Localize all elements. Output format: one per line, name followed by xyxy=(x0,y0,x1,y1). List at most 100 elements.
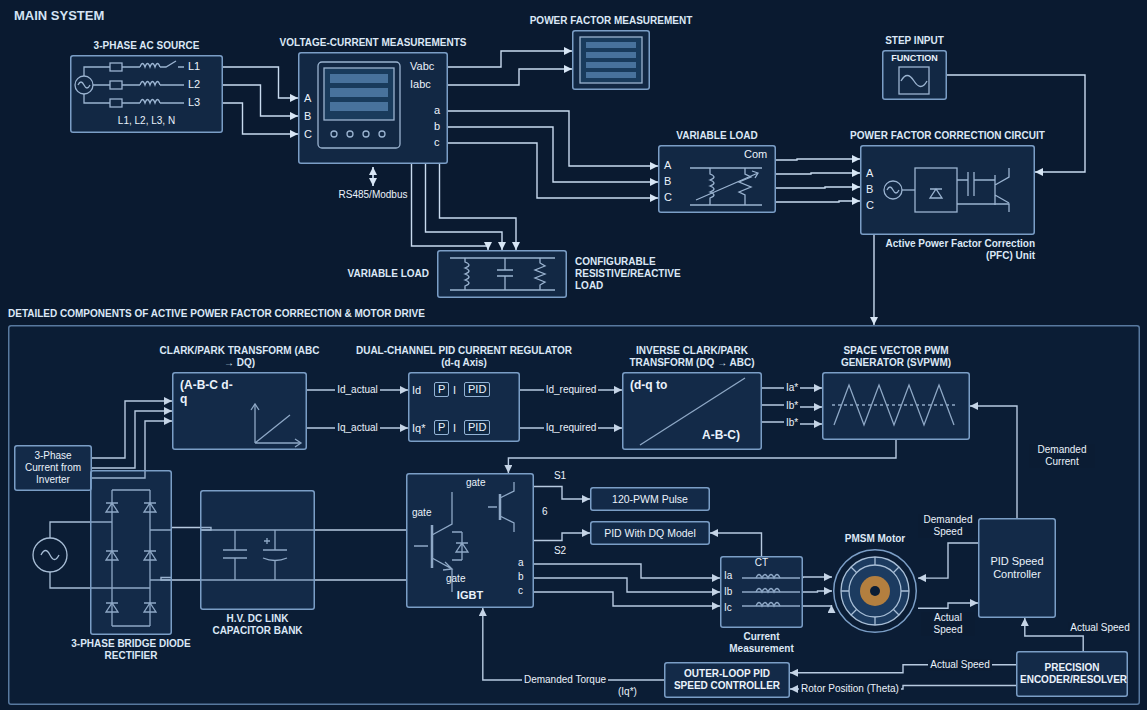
node-text: P xyxy=(434,420,449,435)
connector-line xyxy=(426,164,503,250)
caption: H.V. DC LINK CAPACITOR BANK xyxy=(198,613,318,637)
node-text: gate xyxy=(446,573,465,585)
edge-label: Actual Speed xyxy=(928,659,992,671)
edge-label: S2 xyxy=(552,545,568,557)
bus-connector xyxy=(412,164,517,250)
connector-line xyxy=(448,69,572,85)
node-text: PID xyxy=(464,420,490,435)
node-text: gate xyxy=(466,477,485,489)
node-text: L1, L2, L3, N xyxy=(70,115,223,127)
edge-label: Demanded Speed xyxy=(918,514,978,538)
heading: POWER FACTOR CORRECTION CIRCUIT xyxy=(833,130,1063,142)
node-text: Iq* xyxy=(412,422,425,435)
node-text: c xyxy=(518,585,523,597)
node-text: I xyxy=(453,384,456,397)
title: MAIN SYSTEM xyxy=(14,8,104,24)
edge-label: Iq_actual xyxy=(335,422,380,434)
bus-connector xyxy=(223,67,298,134)
signal-label: 6 xyxy=(542,506,548,518)
connector-line xyxy=(776,201,860,202)
connector-line xyxy=(223,103,298,134)
edge-label: Demanded Current xyxy=(1029,444,1095,468)
source-box: 3-PHASE AC SOURCEL1L2L3L1, L2, L3, N xyxy=(70,55,223,133)
input-box: 3-Phase Current from Inverter xyxy=(14,445,92,491)
node-text: L1 xyxy=(188,60,200,73)
connector-line xyxy=(440,164,517,250)
bus-wire xyxy=(372,167,373,186)
caption: Active Power Factor Correction (PFC) Uni… xyxy=(885,238,1035,262)
caption: VARIABLE LOAD xyxy=(348,268,429,280)
caption: 3-PHASE BRIDGE DIODE RECTIFIER xyxy=(68,638,194,662)
edge-label: Iq_required xyxy=(544,422,599,434)
controller-box: OUTER-LOOP PID SPEED CONTROLLER xyxy=(664,662,790,698)
heading: SPACE VECTOR PWM GENERATOR (SVPWM) xyxy=(816,345,976,369)
connector-line xyxy=(223,85,298,116)
rectifier-box: 3-PHASE BRIDGE DIODE RECTIFIER xyxy=(90,470,172,635)
controller-box: PID Speed Controller xyxy=(978,518,1056,618)
pwm-box: SPACE VECTOR PWM GENERATOR (SVPWM) xyxy=(822,372,970,440)
meter-box: VOLTAGE-CURRENT MEASUREMENTSABCVabcIabca… xyxy=(298,52,448,164)
node-text: C xyxy=(866,199,874,212)
bus-wire xyxy=(372,167,373,186)
motor-outline xyxy=(834,550,917,633)
edge-label: S1 xyxy=(552,470,568,482)
node-text: A-B-C) xyxy=(702,428,740,442)
connector-line xyxy=(776,173,860,174)
node-text: C xyxy=(664,191,672,204)
connector-line xyxy=(873,235,874,325)
edge-label: Actual Speed xyxy=(921,612,975,636)
node-text: gate xyxy=(412,507,431,519)
edge-label: Ib* xyxy=(784,400,800,412)
node-text: L2 xyxy=(188,78,200,91)
heading: VARIABLE LOAD xyxy=(652,130,782,142)
transform-box: INVERSE CLARK/PARK TRANSFORM (DQ → ABC)(… xyxy=(622,372,762,450)
connector-line xyxy=(776,159,860,160)
node-text: PID xyxy=(464,382,490,397)
node-text: A xyxy=(664,159,671,172)
node-text: b xyxy=(434,120,440,133)
node-text: Ia xyxy=(724,570,732,582)
model-box: PID With DQ Model xyxy=(590,521,710,545)
edge-label: Ib* xyxy=(784,417,800,429)
node-text: 120-PWM Pulse xyxy=(590,493,710,506)
connector-line xyxy=(776,187,860,188)
heading: DUAL-CHANNEL PID CURRENT REGULATOR (d-q … xyxy=(354,345,574,369)
regulator-box: DUAL-CHANNEL PID CURRENT REGULATOR (d-q … xyxy=(408,372,520,442)
node-text: L3 xyxy=(188,96,200,109)
bus-connector xyxy=(448,111,658,198)
transform-box: CLARK/PARK TRANSFORM (ABC → DQ)(A-B-C d-… xyxy=(172,372,307,450)
capacitor-box: H.V. DC LINK CAPACITOR BANK xyxy=(200,490,315,610)
node-text: FUNCTION xyxy=(882,53,947,64)
node-text: PID With DQ Model xyxy=(590,527,710,540)
node-text: B xyxy=(304,110,311,123)
node-text: Vabc xyxy=(410,60,434,73)
caption: CONFIGURABLE RESISTIVE/REACTIVE LOAD xyxy=(575,256,710,292)
node-text: CT xyxy=(720,557,803,569)
node-text: P xyxy=(434,382,449,397)
caption: Current Measurement xyxy=(712,631,812,655)
heading: 3-PHASE AC SOURCE xyxy=(62,40,232,52)
igbt-box: IGBTgategategateabc xyxy=(406,473,534,608)
node-text: (d-q to xyxy=(630,378,674,392)
heading: POWER FACTOR MEASUREMENT xyxy=(516,15,706,27)
signal-label: RS485/Modbus xyxy=(339,189,408,201)
node-text: B xyxy=(664,175,671,188)
bus-arrow xyxy=(372,167,373,186)
heading: CLARK/PARK TRANSFORM (ABC → DQ) xyxy=(160,345,320,369)
node-text: (A-B-C d-q xyxy=(180,378,236,407)
encoder-box: PRECISION ENCODER/RESOLVER xyxy=(1016,651,1128,697)
edge-label: Actual Speed xyxy=(1068,622,1132,634)
node-text: Ic xyxy=(724,602,732,614)
signal-label: (Iq*) xyxy=(618,686,637,698)
node-text: OUTER-LOOP PID SPEED CONTROLLER xyxy=(664,668,790,692)
node-text: Iabc xyxy=(410,78,431,91)
heading: DETAILED COMPONENTS OF ACTIVE POWER FACT… xyxy=(8,308,708,320)
heading: VOLTAGE-CURRENT MEASUREMENTS xyxy=(258,37,488,49)
connector-line xyxy=(448,143,658,198)
node-text: Com xyxy=(744,148,767,161)
motor-outline xyxy=(832,548,918,634)
edge-label: Id_actual xyxy=(335,384,380,396)
node-text: b xyxy=(518,571,524,583)
node-text: a xyxy=(434,104,440,117)
node-text: I xyxy=(453,422,456,435)
